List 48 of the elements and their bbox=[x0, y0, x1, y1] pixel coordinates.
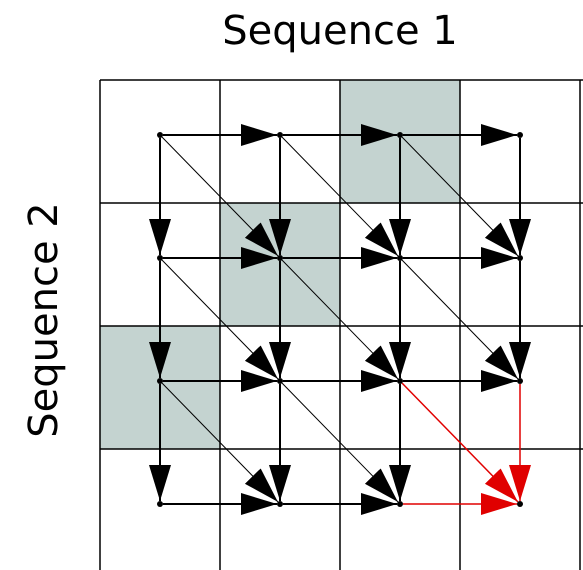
arrow bbox=[403, 247, 517, 269]
arrow bbox=[283, 370, 397, 392]
arrow bbox=[282, 136, 398, 256]
arrow bbox=[402, 260, 518, 380]
arrow bbox=[402, 136, 518, 256]
junction-point bbox=[517, 378, 523, 384]
arrow bbox=[269, 261, 291, 378]
arrow bbox=[282, 382, 398, 502]
junction-point bbox=[157, 132, 163, 138]
junction-point bbox=[517, 255, 523, 261]
arrow bbox=[282, 260, 398, 380]
arrow bbox=[149, 261, 171, 378]
arrow bbox=[163, 247, 277, 269]
junction-point bbox=[277, 132, 283, 138]
junction-point bbox=[157, 501, 163, 507]
junction-point bbox=[397, 501, 403, 507]
arrow bbox=[283, 247, 397, 269]
axis-title: Sequence 2 bbox=[21, 202, 67, 438]
arrow bbox=[389, 261, 411, 378]
junction-point bbox=[277, 378, 283, 384]
arrow bbox=[509, 261, 531, 378]
arrow bbox=[403, 124, 517, 146]
arrow bbox=[509, 138, 531, 255]
arrow bbox=[403, 370, 517, 392]
arrow bbox=[402, 382, 518, 502]
junction-point bbox=[517, 501, 523, 507]
arrow bbox=[163, 370, 277, 392]
arrow bbox=[162, 136, 278, 256]
junction-point bbox=[157, 255, 163, 261]
junction-point bbox=[517, 132, 523, 138]
junction-point bbox=[397, 255, 403, 261]
arrow bbox=[269, 384, 291, 501]
arrow bbox=[269, 138, 291, 255]
arrow bbox=[403, 493, 517, 515]
arrow bbox=[283, 124, 397, 146]
arrow bbox=[389, 138, 411, 255]
arrow bbox=[389, 384, 411, 501]
junction-point bbox=[277, 501, 283, 507]
arrow bbox=[162, 260, 278, 380]
arrow bbox=[509, 384, 531, 501]
arrow bbox=[149, 138, 171, 255]
arrow bbox=[162, 382, 278, 502]
arrow bbox=[283, 493, 397, 515]
junction-point bbox=[397, 378, 403, 384]
axis-title: Sequence 1 bbox=[222, 8, 458, 54]
arrow bbox=[149, 384, 171, 501]
arrow bbox=[163, 493, 277, 515]
arrow bbox=[163, 124, 277, 146]
